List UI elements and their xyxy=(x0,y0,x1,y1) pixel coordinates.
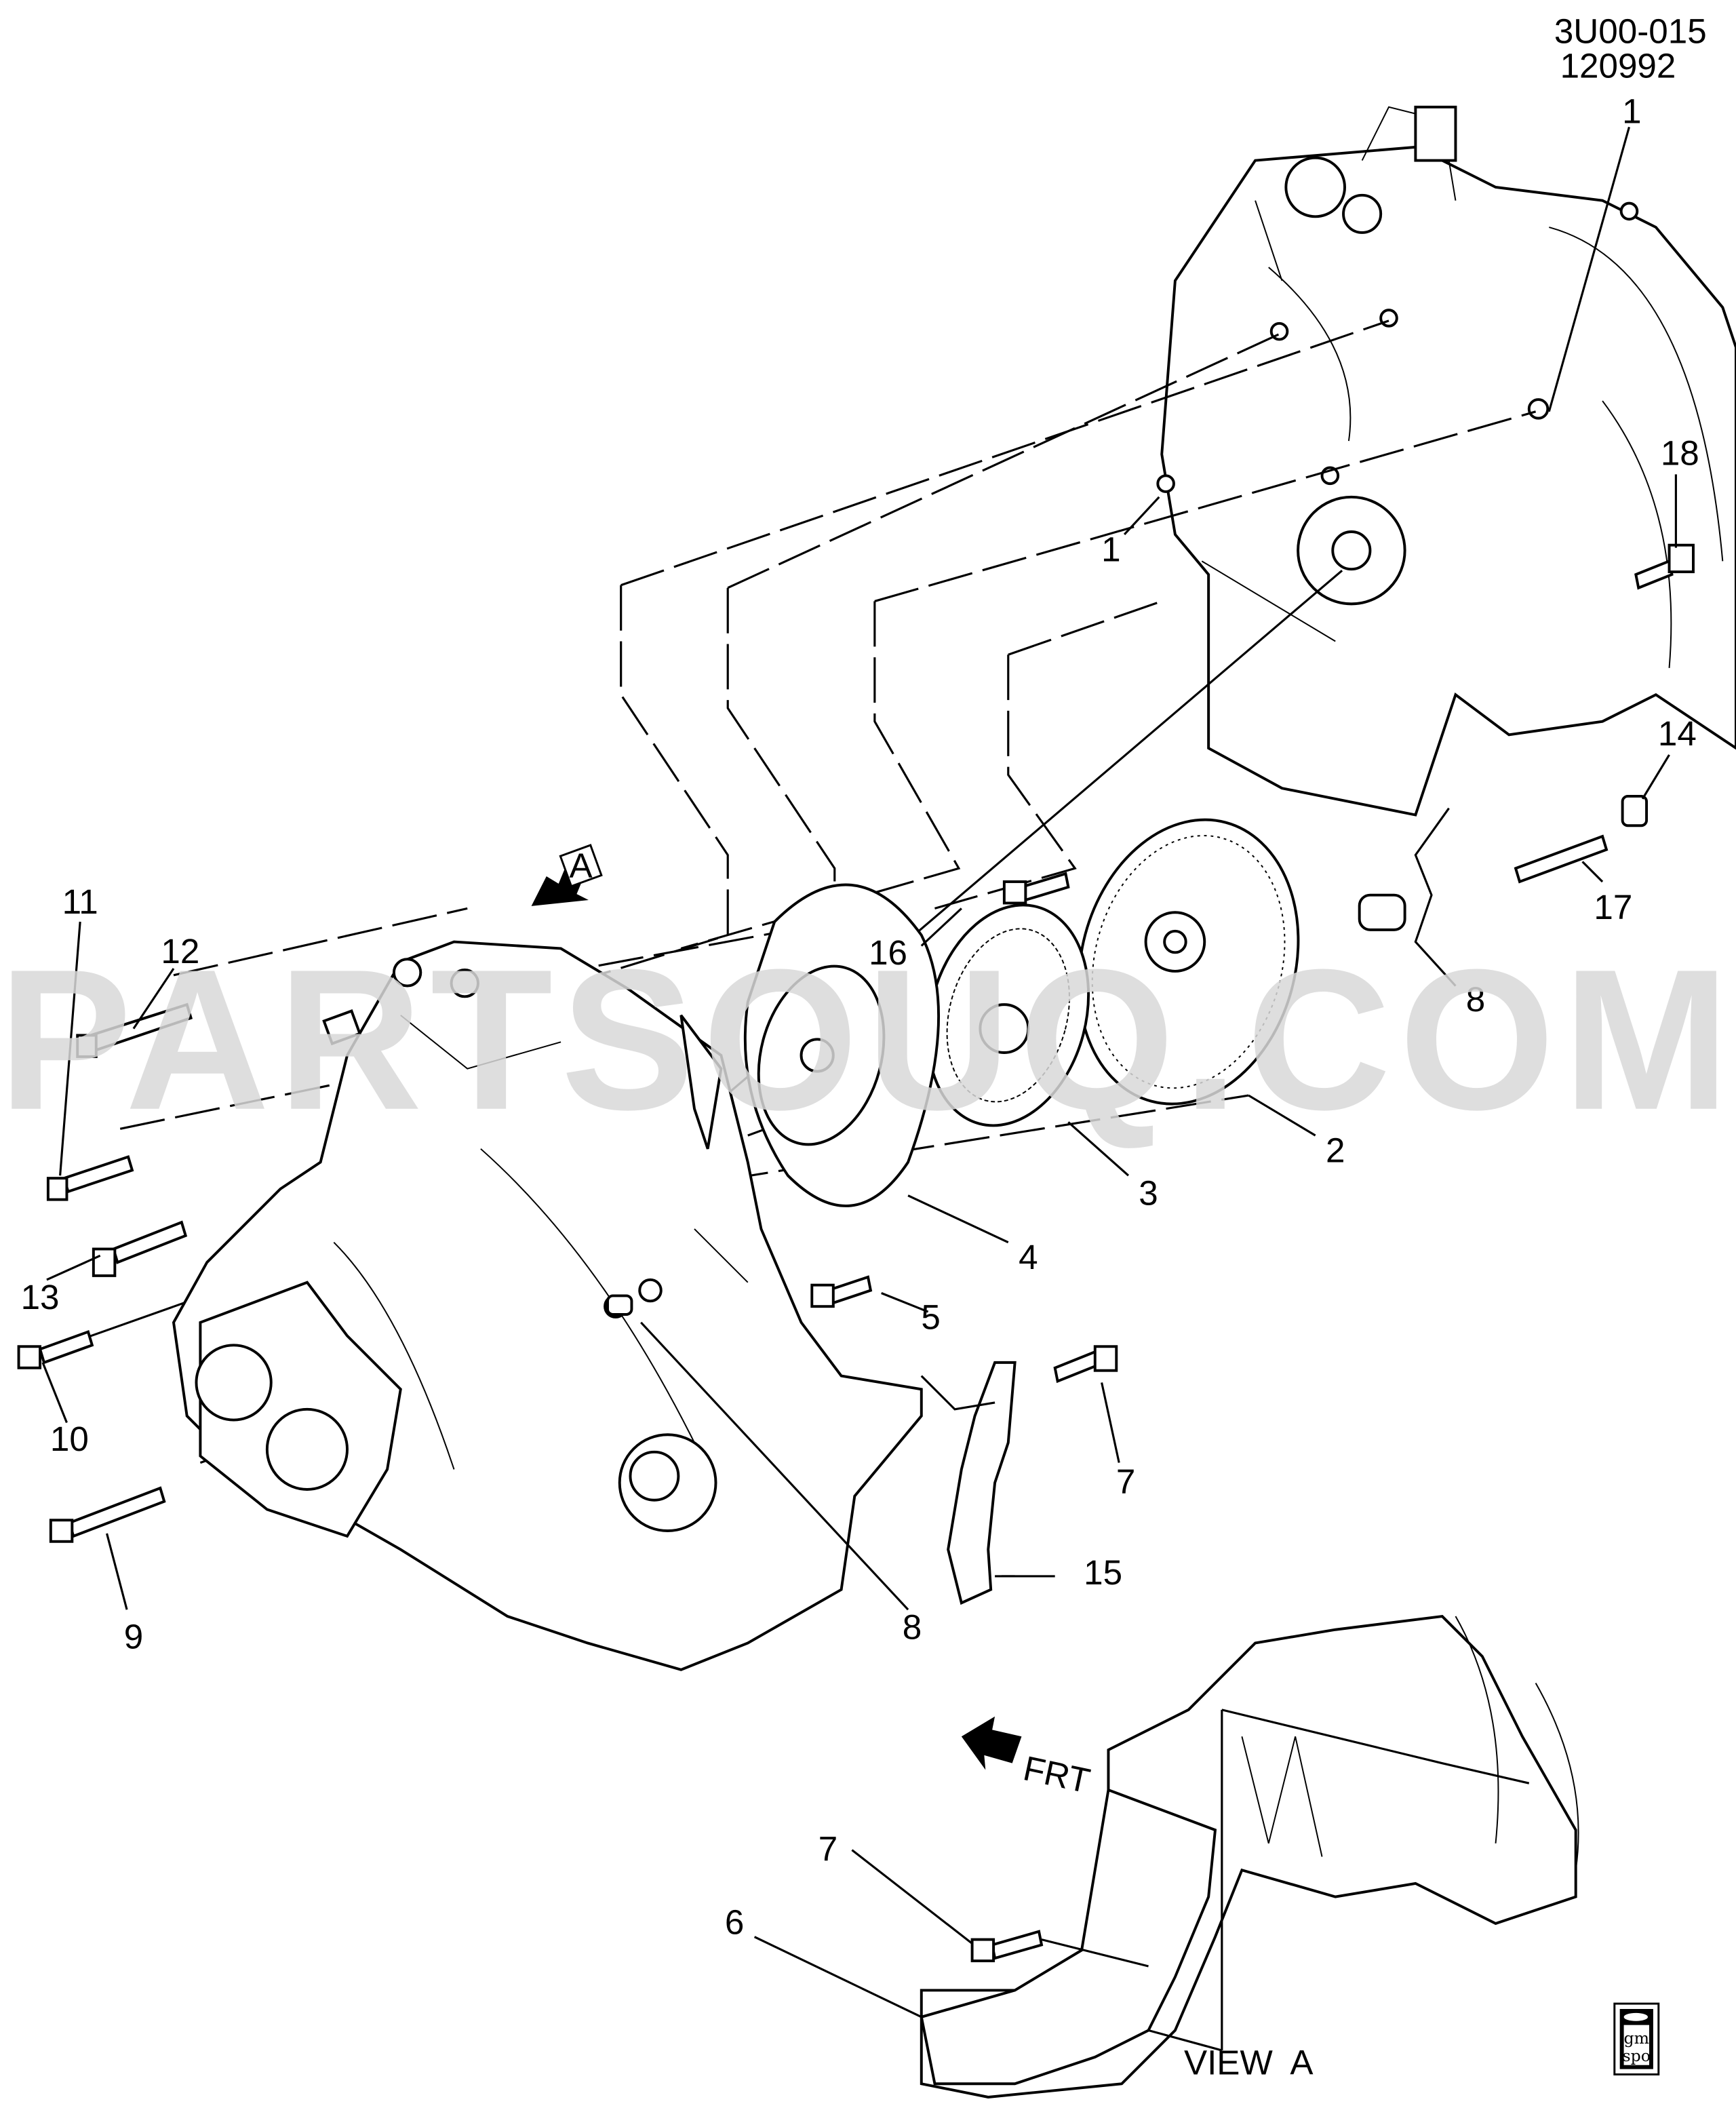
callout-1: 1 xyxy=(1622,92,1641,130)
callout-18: 18 xyxy=(1661,434,1699,473)
logo-gm: gm xyxy=(1624,2029,1650,2048)
bracket xyxy=(947,1361,1017,1605)
callout-9: 9 xyxy=(124,1617,143,1656)
callout-14: 14 xyxy=(1658,714,1697,753)
callout-1: 1 xyxy=(1101,530,1120,568)
callout-10: 10 xyxy=(50,1420,89,1458)
watermark: PARTSOUQ.COM xyxy=(0,928,1736,1152)
view-a-marker: A xyxy=(570,846,593,885)
callout-6: 6 xyxy=(725,1903,744,1942)
diagram-code: 3U00-015 xyxy=(1554,12,1707,50)
callout-8: 8 xyxy=(903,1608,922,1647)
callout-16: 16 xyxy=(869,933,907,972)
callout-8: 8 xyxy=(1466,980,1485,1019)
front-arrow: FRT xyxy=(961,1716,1093,1801)
callout-11: 11 xyxy=(62,882,98,921)
callout-13: 13 xyxy=(21,1278,60,1316)
callout-7: 7 xyxy=(1116,1462,1135,1501)
callout-7: 7 xyxy=(818,1829,837,1868)
pressure-plate xyxy=(743,883,941,1207)
front-label: FRT xyxy=(1020,1749,1093,1800)
callout-5: 5 xyxy=(921,1298,940,1337)
view-a-arrow: A xyxy=(531,844,603,906)
leader-lines xyxy=(41,126,1677,2018)
transmission xyxy=(172,940,923,1671)
callout-4: 4 xyxy=(1019,1238,1038,1276)
engine-block xyxy=(1156,105,1736,817)
flywheel xyxy=(1077,818,1300,1106)
clutch-disc xyxy=(926,903,1090,1127)
callout-3: 3 xyxy=(1139,1174,1158,1213)
gm-spo-logo: gm spo xyxy=(1613,2002,1660,2075)
logo-spo: spo xyxy=(1623,2046,1651,2065)
date-code: 120992 xyxy=(1560,46,1676,85)
callout-15: 15 xyxy=(1084,1553,1122,1592)
callout-2: 2 xyxy=(1326,1131,1345,1170)
view-a-label: VIEW A xyxy=(1184,2043,1314,2082)
fasteners xyxy=(17,543,1695,1543)
callout-17: 17 xyxy=(1594,888,1632,926)
view-a-inset xyxy=(920,1614,1579,2099)
callout-12: 12 xyxy=(161,932,199,971)
